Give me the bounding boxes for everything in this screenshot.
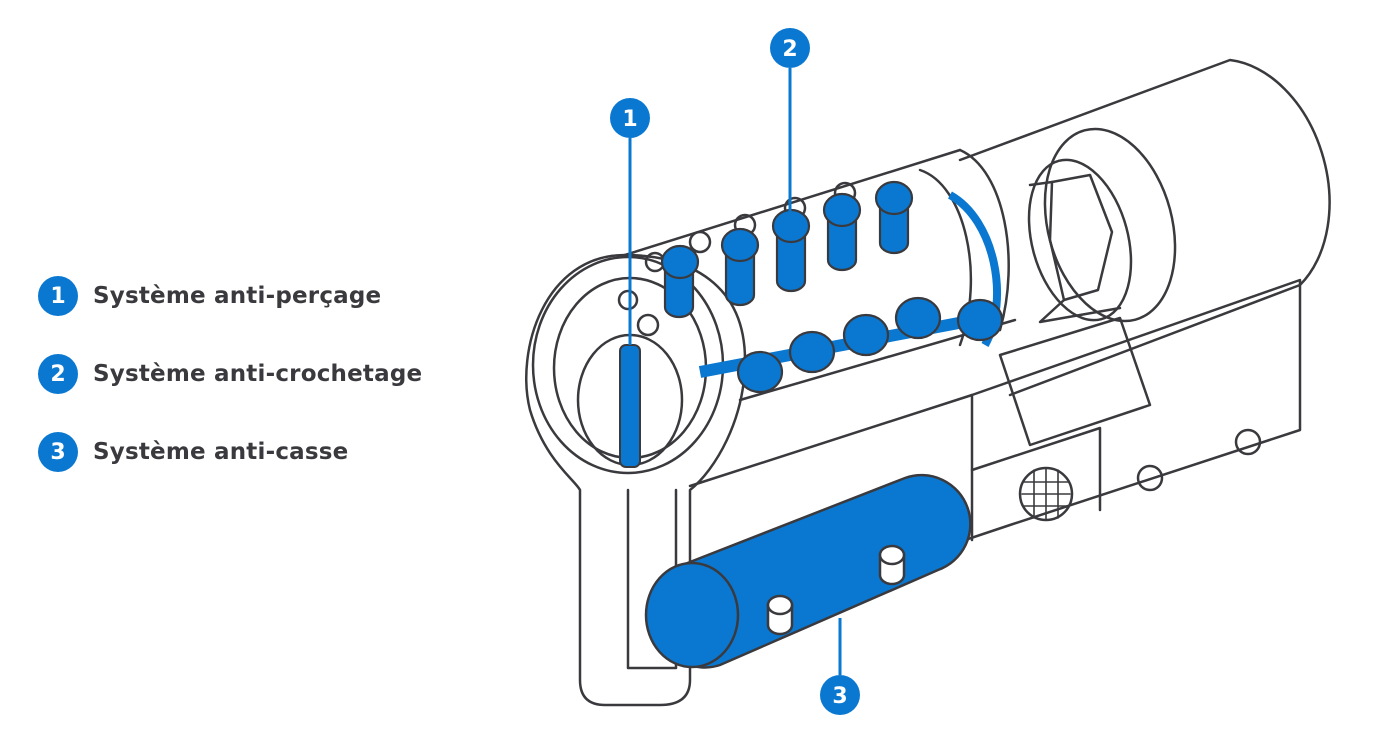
small-ring	[636, 313, 660, 337]
legend-item-anti-drilling: 1 Système anti-perçage	[38, 276, 422, 316]
legend-badge-1: 1	[38, 276, 78, 316]
small-ring	[617, 289, 639, 311]
callout-leaders	[628, 68, 842, 675]
svg-text:2: 2	[782, 37, 797, 62]
legend-label-3: Système anti-casse	[93, 439, 349, 465]
small-ring	[688, 230, 712, 254]
legend-label-1: Système anti-perçage	[93, 283, 382, 309]
anti-picking-system	[660, 180, 1004, 394]
anti-breaking-system	[644, 473, 972, 669]
legend-badge-2: 2	[38, 354, 78, 394]
callout-badge-3: 3	[820, 675, 860, 715]
cylinder-far-ring-inner	[1027, 158, 1133, 322]
callout-badge-2: 2	[770, 28, 810, 68]
legend-item-anti-breaking: 3 Système anti-casse	[38, 432, 422, 472]
callout-badge-1: 1	[610, 98, 650, 138]
legend-item-anti-picking: 2 Système anti-crochetage	[38, 354, 422, 394]
front-plate	[525, 253, 747, 707]
cam-hex	[1048, 173, 1114, 302]
svg-text:3: 3	[832, 684, 847, 709]
pin-hole	[1234, 428, 1262, 456]
legend-label-2: Système anti-crochetage	[93, 361, 423, 387]
anti-drilling-system	[619, 344, 641, 468]
legend: 1 Système anti-perçage 2 Système anti-cr…	[38, 276, 422, 510]
body-top-edge	[623, 148, 962, 257]
pin-hole	[1136, 464, 1164, 492]
svg-text:1: 1	[622, 107, 637, 132]
cylinder-far-body	[958, 58, 1331, 397]
legend-badge-3: 3	[38, 432, 78, 472]
